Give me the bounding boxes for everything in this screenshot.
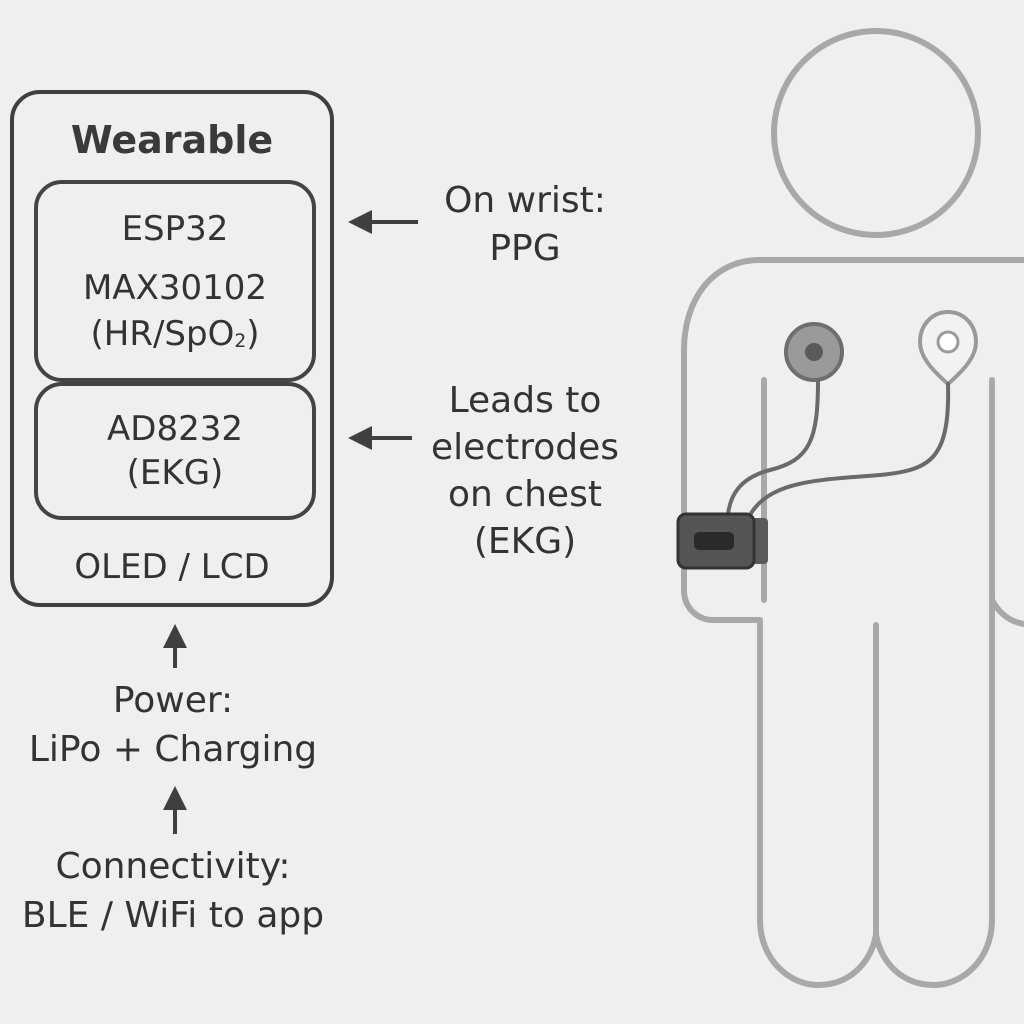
ekg-box: [34, 382, 316, 520]
hr-spo2-label: (HR/SpO2): [34, 313, 316, 363]
human-figure: [681, 28, 1024, 988]
max30102-label: MAX30102: [82, 268, 268, 308]
arrow-power-up: [163, 624, 187, 668]
arrow-wrist: [348, 210, 418, 234]
connectivity-line1: Connectivity:: [55, 846, 291, 887]
leads-annotation-line2: electrodes: [431, 427, 619, 468]
arrow-leads: [348, 426, 412, 450]
wrist-device: [676, 512, 768, 570]
arrow-connectivity-up: [163, 786, 187, 834]
power-line2: LiPo + Charging: [28, 729, 318, 770]
leads-annotation-line4: (EKG): [473, 521, 577, 562]
electrode-left: [784, 322, 844, 382]
ekg-detail-label: (EKG): [126, 453, 224, 493]
connectivity-line2: BLE / WiFi to app: [21, 895, 325, 936]
power-line1: Power:: [112, 680, 234, 721]
mcu-sensor-box: [34, 180, 316, 382]
body-outline: [681, 257, 1024, 988]
ad8232-label: AD8232: [107, 409, 243, 449]
hr-spo2-text: (HR/SpO: [90, 314, 235, 354]
wearable-title: Wearable: [70, 118, 274, 162]
head-outline: [771, 28, 981, 238]
spo2-subscript: 2: [234, 330, 247, 352]
display-label: OLED / LCD: [74, 547, 270, 587]
hr-spo2-close: ): [246, 314, 260, 354]
electrode-right: [917, 309, 979, 387]
leads-annotation-line3: on chest: [448, 474, 602, 515]
leads-annotation-line1: Leads to: [448, 380, 602, 421]
esp32-label: ESP32: [121, 209, 229, 249]
wrist-annotation-line2: PPG: [489, 228, 561, 269]
wrist-annotation-line1: On wrist:: [444, 180, 606, 221]
lead-wires: [726, 378, 951, 517]
